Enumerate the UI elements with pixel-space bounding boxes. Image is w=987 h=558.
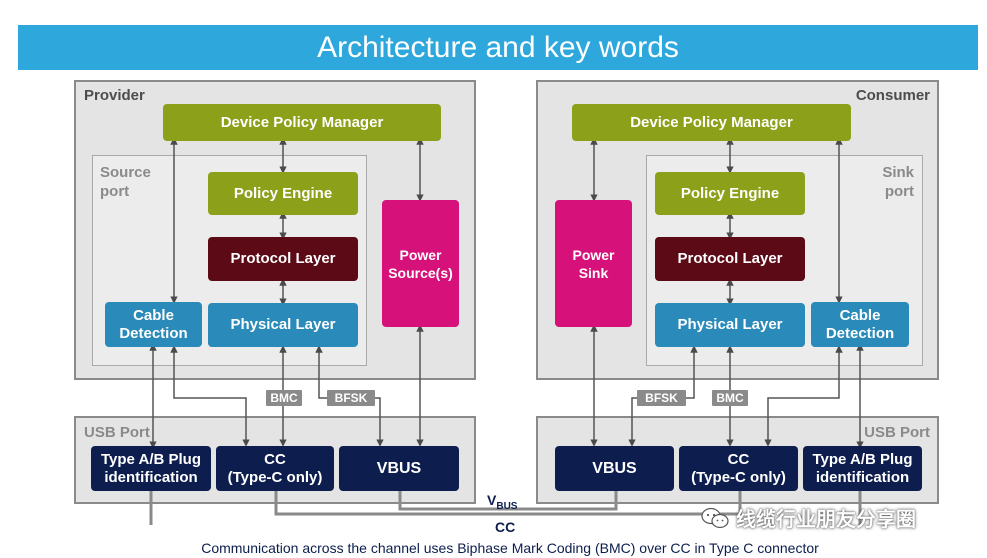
vbus-wire-label: VBUS xyxy=(487,492,518,512)
provider-cable-detection: Cable Detection xyxy=(105,302,202,347)
provider-power-source: Power Source(s) xyxy=(382,200,459,327)
consumer-policy-engine: Policy Engine xyxy=(655,172,805,215)
provider-bfsk-tag: BFSK xyxy=(327,390,375,406)
watermark: 线缆行业朋友分享圈 xyxy=(700,503,916,532)
diagram-title: Architecture and key words xyxy=(317,31,679,64)
left-cc: CC (Type-C only) xyxy=(216,446,334,491)
consumer-bfsk-tag: BFSK xyxy=(637,390,686,406)
consumer-protocol-layer: Protocol Layer xyxy=(655,237,805,281)
consumer-cable-detection: Cable Detection xyxy=(811,302,909,347)
consumer-bmc-tag: BMC xyxy=(712,390,748,406)
consumer-title: Consumer xyxy=(855,87,930,104)
usb-port-left-label: USB Port xyxy=(84,424,150,441)
sink-port-label: Sink port xyxy=(882,164,914,200)
provider-bmc-tag: BMC xyxy=(266,390,302,406)
provider-device-policy-manager: Device Policy Manager xyxy=(163,104,441,141)
caption: Communication across the channel uses Bi… xyxy=(201,540,819,556)
left-plug-identification: Type A/B Plug identification xyxy=(91,446,211,491)
consumer-device-policy-manager: Device Policy Manager xyxy=(572,104,851,141)
provider-title: Provider xyxy=(84,87,145,104)
title-banner: Architecture and key words xyxy=(18,25,978,70)
watermark-text: 线缆行业朋友分享圈 xyxy=(736,509,916,531)
right-vbus: VBUS xyxy=(555,446,674,491)
right-cc: CC (Type-C only) xyxy=(679,446,798,491)
provider-physical-layer: Physical Layer xyxy=(208,303,358,347)
right-plug-identification: Type A/B Plug identification xyxy=(803,446,922,491)
provider-policy-engine: Policy Engine xyxy=(208,172,358,215)
chat-bubble-icon xyxy=(701,507,729,528)
consumer-physical-layer: Physical Layer xyxy=(655,303,805,347)
cc-wire-label: CC xyxy=(495,519,516,535)
source-port-label: Source port xyxy=(100,164,151,200)
consumer-power-sink: Power Sink xyxy=(555,200,632,327)
provider-protocol-layer: Protocol Layer xyxy=(208,237,358,281)
left-vbus: VBUS xyxy=(339,446,459,491)
usb-port-right-label: USB Port xyxy=(864,424,930,441)
